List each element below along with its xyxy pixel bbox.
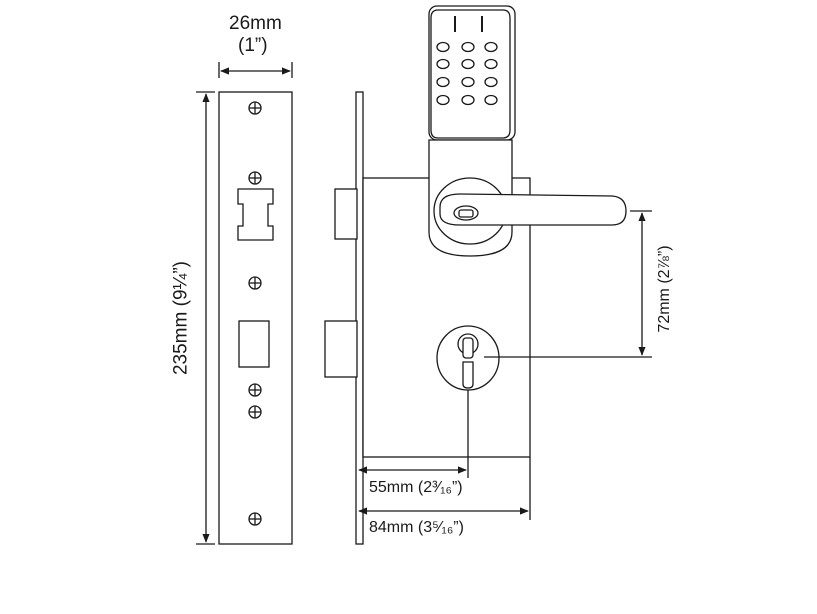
case-depth-label: 84mm (3⁵⁄₁₆”): [369, 519, 464, 536]
keyhole-icon: [458, 209, 474, 218]
latch-bolt: [334, 188, 358, 240]
screw-head-icon: [248, 383, 262, 397]
keypad-icon: [436, 41, 498, 106]
forend-plate: [355, 91, 364, 545]
lever-handle: [439, 193, 627, 226]
backset-label: 55mm (2³⁄₁₆”): [369, 479, 463, 496]
width-mm-label: 26mm: [229, 13, 282, 34]
backset-dimension: [358, 390, 469, 478]
handle-cylinder-label: 72mm (2⅞”): [656, 245, 673, 333]
height-dimension: [196, 91, 215, 545]
screw-head-icon: [248, 171, 262, 185]
width-in-label: (1”): [238, 35, 268, 56]
handle-cylinder-dimension: [484, 210, 652, 358]
screw-head-icon: [248, 276, 262, 290]
lock-side-view: [324, 5, 627, 545]
screw-head-icon: [248, 512, 262, 526]
latch-opening: [237, 188, 274, 241]
deadbolt: [324, 320, 358, 378]
height-label: 235mm (9¼”): [170, 260, 192, 376]
faceplate: [218, 91, 293, 545]
keyhole-icon: [457, 333, 479, 389]
case-depth-dimension: [358, 457, 531, 520]
deadbolt-opening: [238, 320, 270, 368]
screw-head-icon: [248, 101, 262, 115]
keypad-housing: [430, 9, 511, 139]
width-dimension: [218, 62, 293, 78]
screw-head-icon: [248, 405, 262, 419]
